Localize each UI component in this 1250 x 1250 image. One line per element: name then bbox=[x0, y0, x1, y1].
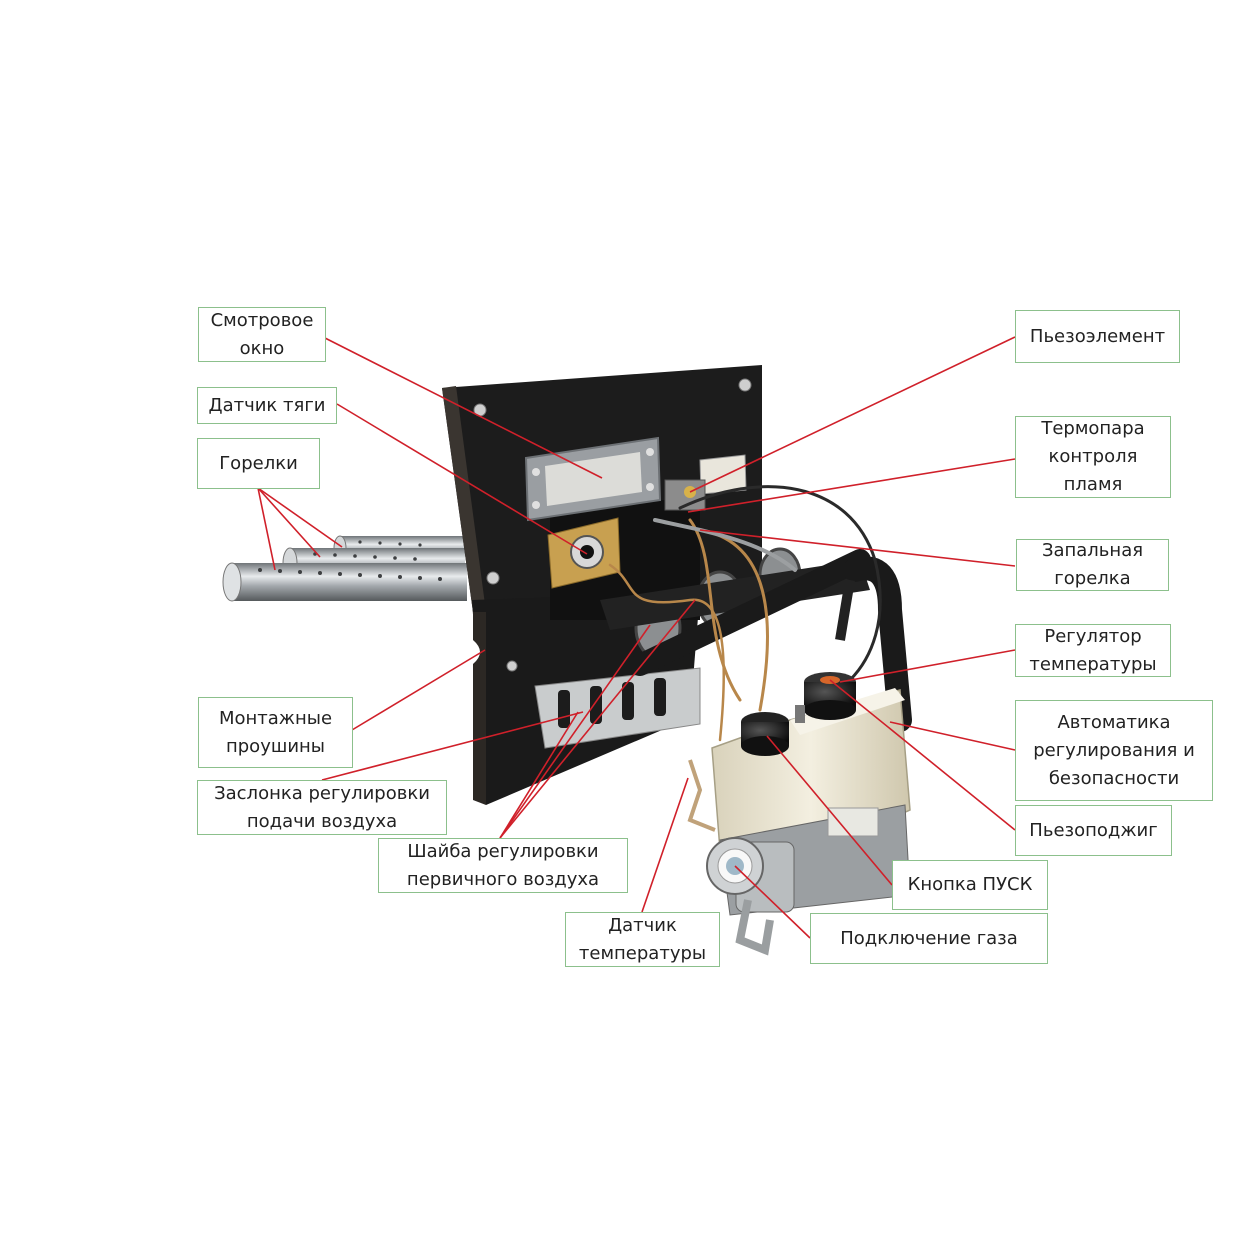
label-line: Подключение газа bbox=[840, 927, 1018, 949]
label-thermocouple: Термопара контроля пламя bbox=[1015, 416, 1171, 498]
label-line: Кнопка ПУСК bbox=[907, 874, 1033, 895]
label-sight-window: Смотровое окно bbox=[198, 307, 326, 362]
label-line: окно bbox=[239, 337, 285, 359]
label-line: Смотровое bbox=[210, 309, 314, 331]
sight-window bbox=[524, 436, 662, 522]
label-line: Автоматика bbox=[1057, 711, 1171, 733]
label-gas-connection: Подключение газа bbox=[810, 913, 1048, 964]
label-line: безопасности bbox=[1048, 767, 1180, 789]
thermocouple-wires bbox=[608, 485, 882, 742]
burner-tubes bbox=[222, 535, 467, 602]
air-damper bbox=[534, 667, 701, 749]
label-line: температуры bbox=[1029, 653, 1157, 675]
label-pilot-burner: Запальная горелка bbox=[1016, 539, 1169, 591]
data-plate bbox=[664, 454, 747, 511]
label-line: Датчик bbox=[608, 914, 677, 936]
label-line: пламя bbox=[1063, 474, 1123, 495]
label-line: Датчик тяги bbox=[208, 394, 326, 416]
label-piezo-ignition: Пьезоподжиг bbox=[1015, 805, 1172, 856]
label-line: Запальная bbox=[1041, 540, 1144, 561]
label-line: контроля bbox=[1048, 446, 1138, 467]
label-line: регулирования и bbox=[1033, 739, 1195, 761]
label-line: первичного воздуха bbox=[406, 868, 600, 890]
label-temperature-sensor: Датчик температуры bbox=[565, 912, 720, 967]
label-line: проушины bbox=[225, 735, 325, 757]
label-line: Монтажные bbox=[218, 707, 333, 729]
label-safety-automatics: Автоматика регулирования и безопасности bbox=[1015, 700, 1213, 801]
label-air-damper: Заслонка регулировки подачи воздуха bbox=[197, 780, 447, 835]
label-line: температуры bbox=[578, 942, 707, 964]
label-line: Термопара bbox=[1041, 418, 1145, 439]
label-piezo-element: Пьезоэлемент bbox=[1015, 310, 1180, 363]
label-primary-air-washer: Шайба регулировки первичного воздуха bbox=[378, 838, 628, 893]
label-mounting-lugs: Монтажные проушины bbox=[198, 697, 353, 768]
label-line: подачи воздуха bbox=[246, 810, 398, 832]
label-line: Шайба регулировки bbox=[407, 840, 599, 862]
label-line: Регулятор bbox=[1044, 625, 1142, 647]
label-burners: Горелки bbox=[197, 438, 320, 489]
label-start-button: Кнопка ПУСК bbox=[892, 860, 1048, 910]
label-line: Горелки bbox=[219, 452, 298, 474]
label-line: горелка bbox=[1054, 568, 1131, 589]
label-draft-sensor: Датчик тяги bbox=[197, 387, 337, 424]
leader-lines bbox=[257, 336, 1016, 939]
label-line: Пьезоэлемент bbox=[1029, 325, 1166, 347]
label-line: Заслонка регулировки bbox=[214, 782, 430, 804]
label-temperature-regulator: Регулятор температуры bbox=[1015, 624, 1171, 677]
label-line: Пьезоподжиг bbox=[1029, 819, 1158, 841]
